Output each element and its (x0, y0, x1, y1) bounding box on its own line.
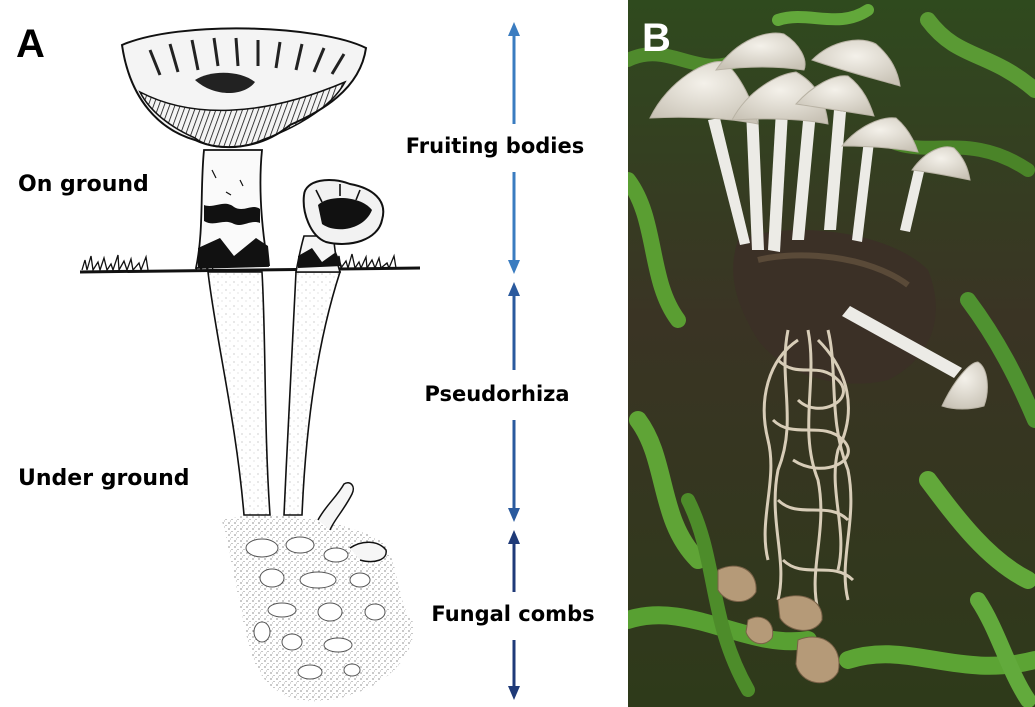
fungal-combs-label: Fungal combs (431, 602, 594, 626)
pseudorhiza-drawing (208, 272, 340, 515)
panel-b-letter: B (642, 18, 671, 58)
pseudorhiza-label: Pseudorhiza (424, 382, 569, 406)
panel-a-illustration: A On ground Under ground (0, 0, 628, 707)
panel-b-photo: B (628, 0, 1035, 707)
termitomyces-photo (628, 0, 1035, 707)
fruiting-bodies-label: Fruiting bodies (406, 134, 584, 158)
mushroom-drawing (0, 0, 628, 707)
